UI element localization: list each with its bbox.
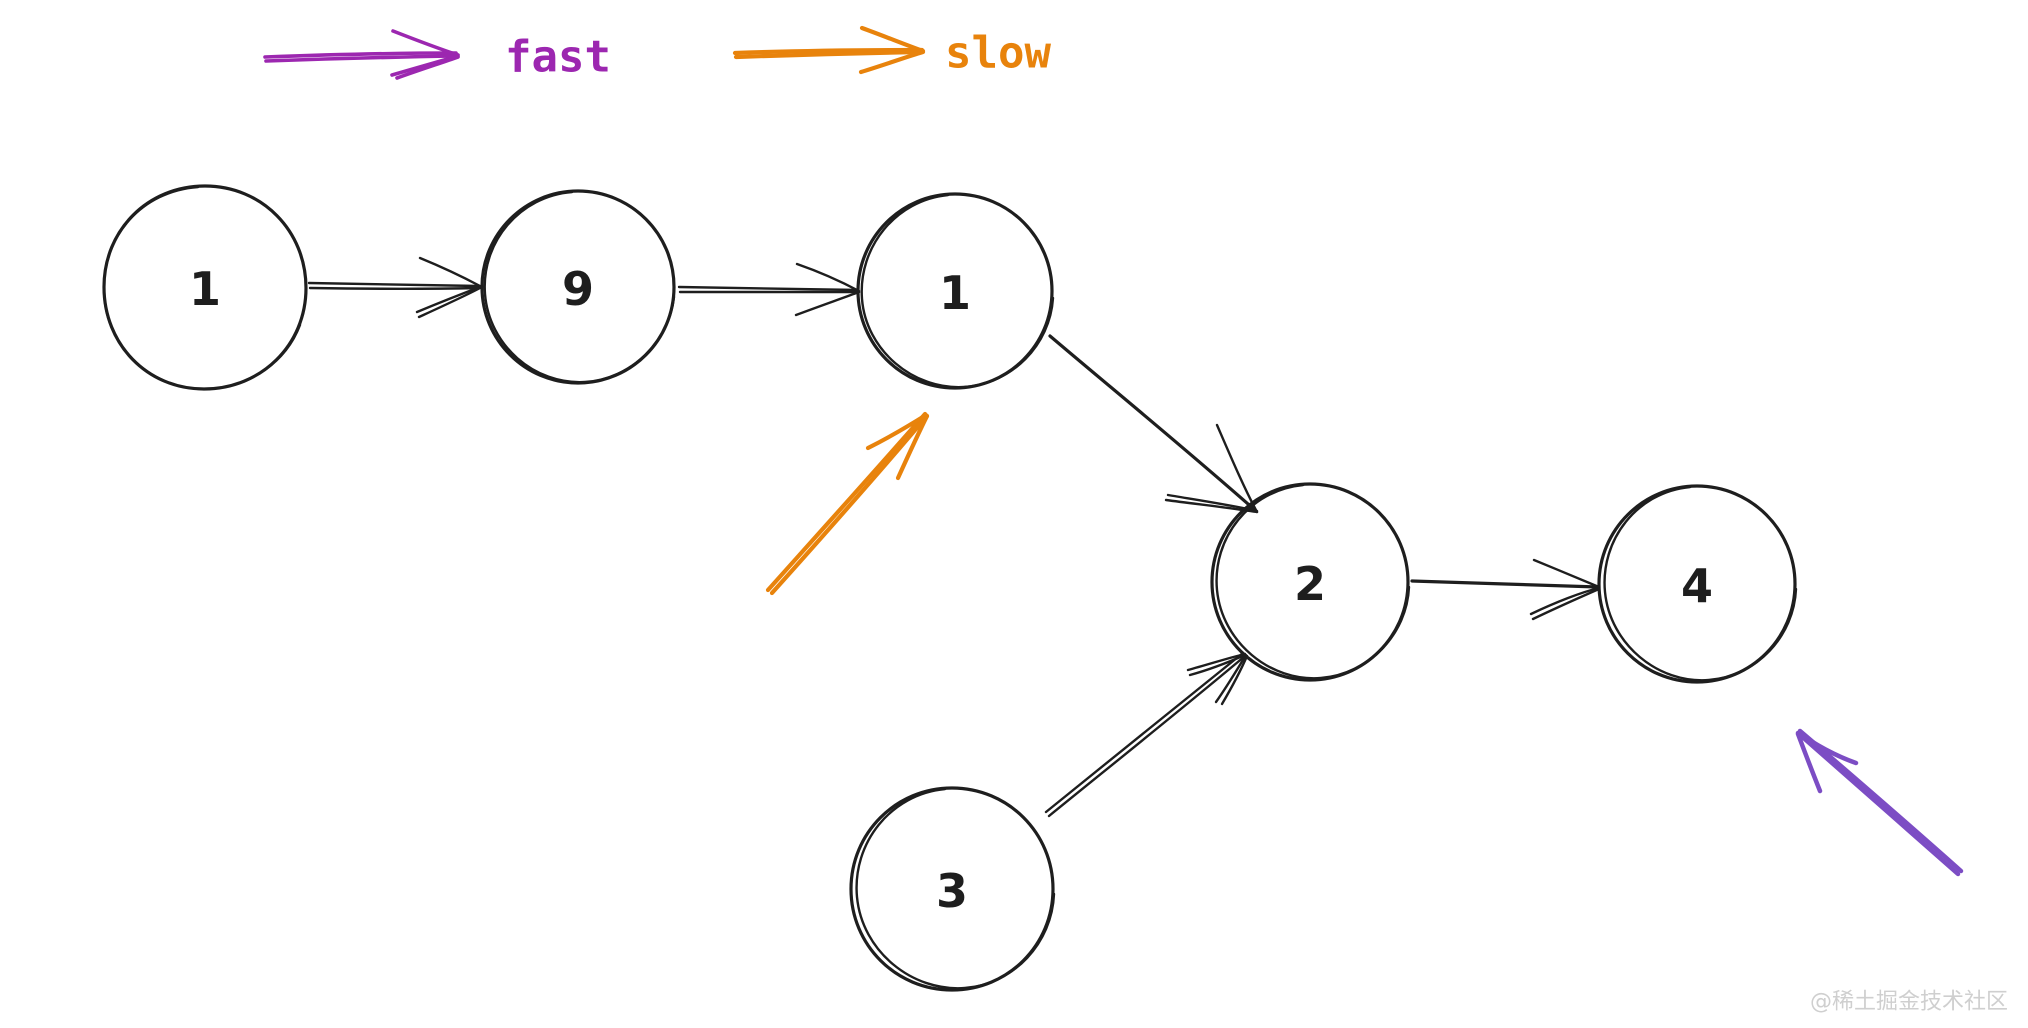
edge-1-to-2 xyxy=(1048,334,1259,514)
node-3[interactable]: 3 xyxy=(849,786,1056,992)
edge-1-to-9 xyxy=(307,256,482,319)
arrow-right-icon xyxy=(732,25,926,75)
node-4[interactable]: 4 xyxy=(1597,484,1798,684)
node-label: 3 xyxy=(936,864,968,918)
edge-3-to-2 xyxy=(1044,651,1249,818)
arrow-right-icon xyxy=(263,29,460,80)
edge-2-to-4 xyxy=(1410,558,1601,621)
node-label: 2 xyxy=(1294,557,1326,611)
legend-label-slow: slow xyxy=(945,28,1051,79)
legend-item-fast[interactable]: fast xyxy=(263,29,611,83)
node-9[interactable]: 9 xyxy=(480,189,676,385)
node-1-third[interactable]: 1 xyxy=(856,192,1055,390)
edge-9-to-1 xyxy=(677,262,861,317)
node-label: 9 xyxy=(562,262,594,316)
node-label: 1 xyxy=(939,266,971,320)
node-1[interactable]: 1 xyxy=(102,184,308,391)
fast-pointer-arrow xyxy=(1795,728,1964,877)
slow-pointer-arrow xyxy=(765,411,930,596)
watermark: @稀土掘金技术社区 xyxy=(1810,990,2008,1015)
legend-label-fast: fast xyxy=(505,32,611,83)
node-label: 4 xyxy=(1681,559,1713,613)
node-label: 1 xyxy=(189,262,221,316)
node-2[interactable]: 2 xyxy=(1210,482,1411,682)
legend-item-slow[interactable]: slow xyxy=(732,25,1051,79)
